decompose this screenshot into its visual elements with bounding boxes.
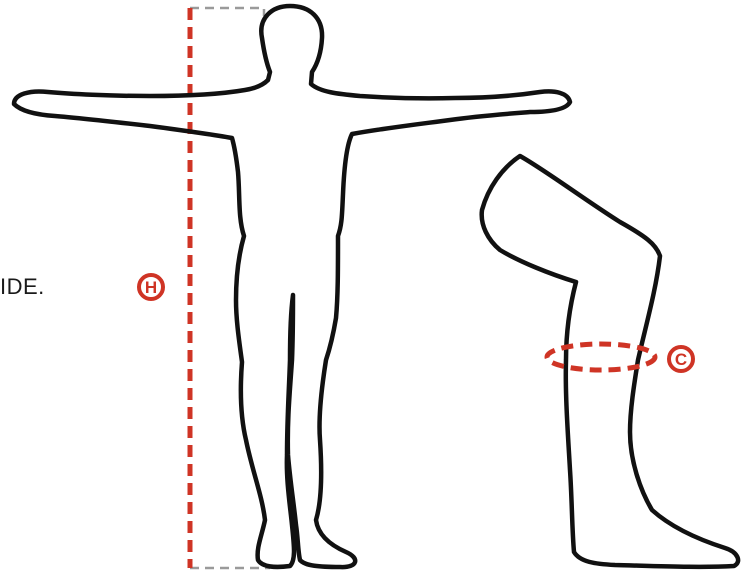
height-label-letter: H [145, 278, 157, 297]
circumference-label-letter: C [675, 350, 687, 369]
bent-leg-outline [482, 156, 738, 567]
head-top-guide [190, 8, 264, 16]
circumference-label-badge: C [669, 347, 693, 371]
height-label-badge: H [139, 275, 163, 299]
standing-figure-outline [14, 6, 570, 567]
